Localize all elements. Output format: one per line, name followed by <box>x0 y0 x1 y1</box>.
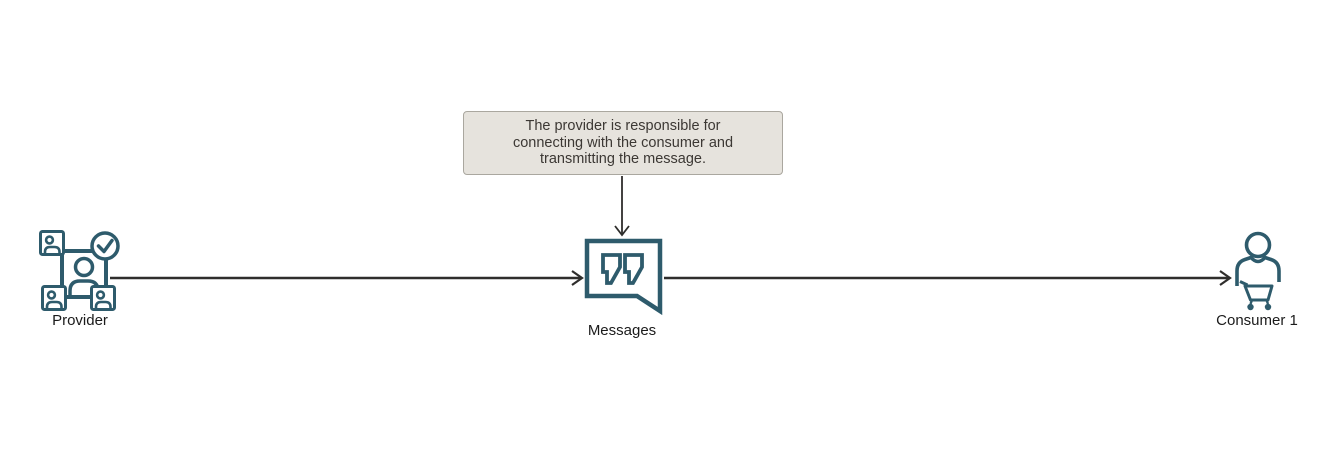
provider-node-label: Provider <box>52 312 108 329</box>
person-frame-icon <box>39 230 65 256</box>
annotation-text-line: The provider is responsible for <box>525 118 721 135</box>
quote-mark-icon <box>623 253 644 285</box>
person-shopping-cart-icon <box>1235 231 1281 311</box>
annotation-text-line: connecting with the consumer and <box>512 134 734 151</box>
speech-bubble-quotes-icon <box>584 238 663 316</box>
annotation-box: The provider is responsible for connecti… <box>463 111 783 175</box>
arrow-right-icon <box>110 270 584 286</box>
shopping-cart-icon <box>1239 280 1274 311</box>
annotation-text-line: transmitting the message. <box>539 151 707 168</box>
arrow-right-icon <box>664 270 1232 286</box>
messages-node-label: Messages <box>587 322 657 339</box>
consumer-node-label: Consumer 1 <box>1216 312 1298 329</box>
person-frame-icon <box>41 285 67 311</box>
arrow-down-icon <box>614 176 630 237</box>
quote-mark-icon <box>601 253 622 285</box>
provider-group-check-icon <box>39 230 120 311</box>
person-frame-icon <box>90 285 116 311</box>
check-badge-icon <box>90 231 120 261</box>
